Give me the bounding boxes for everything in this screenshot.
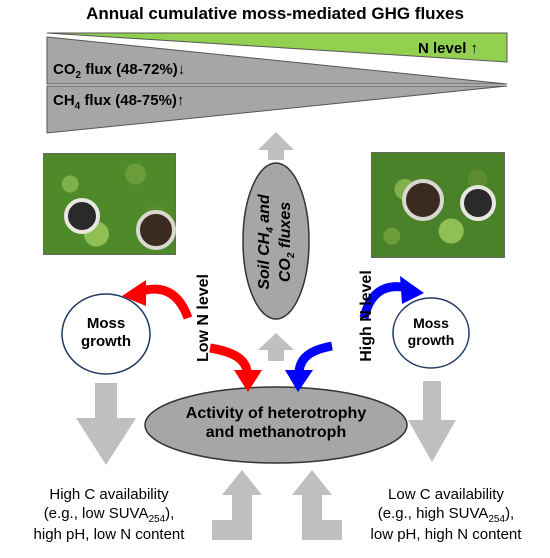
red-arrow-to-activity-head [234,370,262,392]
up-arrow-middle [258,333,294,361]
right-moss-circle [392,297,470,369]
ch4-flux-label: CH4 flux (48-75%)↑ [53,92,185,112]
red-arrow-to-moss-head [122,280,146,306]
n-level-label: N level ↑ [418,40,479,57]
ch4-flux-wedge [46,85,508,134]
left-condition-text: High C availability (e.g., low SUVA254),… [33,486,185,544]
soil-flux-ellipse [242,162,310,320]
high-n-collar-open [460,185,496,221]
activity-ellipse [144,386,408,464]
left-down-arrow [76,383,136,465]
bottom-left-bent-arrow [212,470,262,540]
blue-arrow-to-activity [294,341,333,373]
n-level-wedge [46,32,508,63]
high-n-level-label: High N level [358,270,375,362]
right-down-arrow [408,381,456,462]
low-n-collar-soil [136,210,176,250]
figure-title: Annual cumulative moss-mediated GHG flux… [86,4,464,23]
soil-flux-text: Soil CH4 and CO2 fluxes [256,194,297,290]
bottom-right-bent-arrow [292,470,342,540]
up-arrow-top [258,132,294,160]
low-n-moss-photo [43,153,176,255]
low-n-level-label: Low N level [195,273,212,363]
low-n-collar-open [64,198,100,234]
red-arrow-to-activity [209,343,252,373]
high-n-collar-soil [402,179,444,221]
co2-flux-wedge [46,36,508,85]
blue-arrow-to-moss-head [400,276,424,304]
right-condition-text: Low C availability (e.g., high SUVA254),… [370,486,522,544]
blue-arrow-to-activity-head [285,370,313,392]
left-moss-circle [61,293,151,375]
high-n-moss-photo [371,152,505,258]
co2-flux-label: CO2 flux (48-72%)↓ [53,61,186,81]
